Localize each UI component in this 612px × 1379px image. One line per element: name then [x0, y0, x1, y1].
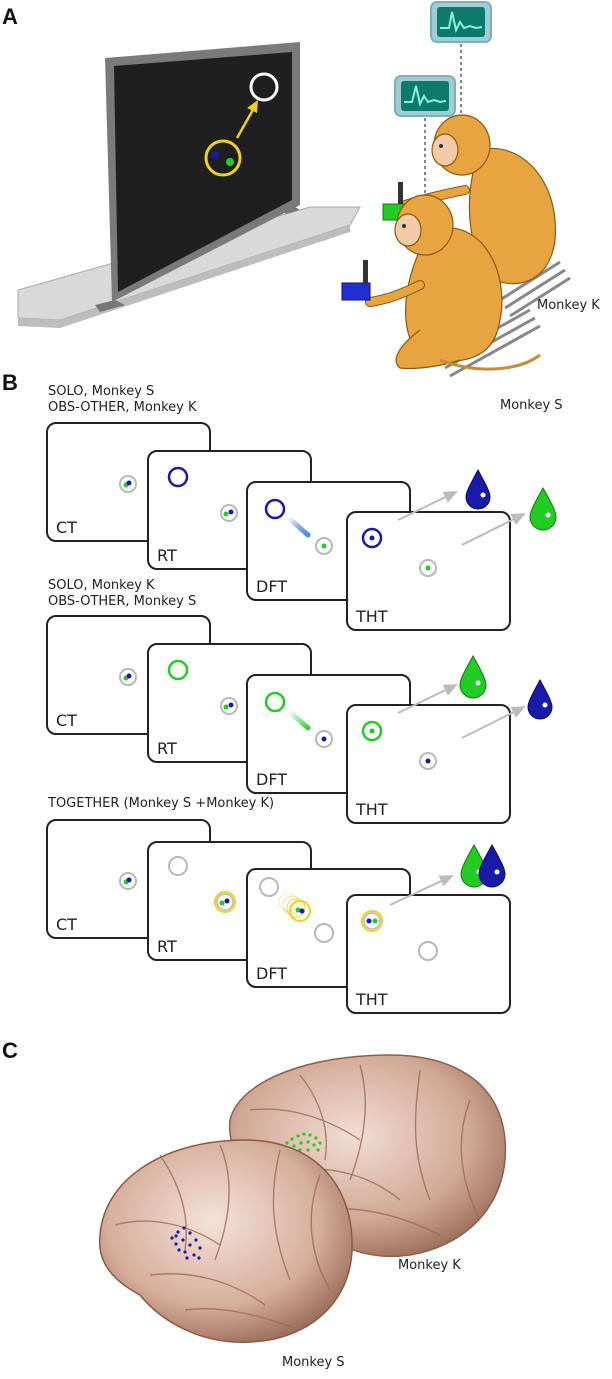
group2-line1: SOLO, Monkey K — [48, 578, 155, 593]
panel-c-letter: C — [2, 1038, 18, 1063]
panel-c-monkey-s-label: Monkey S — [282, 1355, 345, 1370]
panel-a-illustration — [17, 1, 571, 378]
blue-reward-drop-2 — [527, 678, 553, 720]
green-reward-drop — [529, 486, 557, 531]
group1-line2: OBS-OTHER, Monkey K — [48, 400, 197, 415]
green-cursor-dot — [226, 158, 234, 166]
panel-a-letter: A — [2, 4, 18, 29]
g3-dft-label: DFT — [256, 964, 288, 983]
panel-a-monkey-s-label: Monkey S — [500, 398, 563, 413]
group2-line2: OBS-OTHER, Monkey S — [48, 594, 197, 609]
panel-b-letter: B — [2, 370, 18, 395]
g2-tht-label: THT — [356, 800, 388, 819]
g1-dft-label: DFT — [256, 577, 288, 596]
group3-line1: TOGETHER (Monkey S +Monkey K) — [48, 796, 275, 811]
g2-rt-label: RT — [157, 739, 177, 758]
g2-dft-label: DFT — [256, 770, 288, 789]
group1-line1: SOLO, Monkey S — [48, 384, 155, 399]
blue-cursor-dot — [211, 151, 219, 159]
cursor-ring — [204, 139, 242, 177]
screen-display — [114, 52, 292, 292]
group1 — [46, 422, 557, 631]
group3 — [46, 819, 511, 1014]
g1-rt-label: RT — [157, 546, 177, 565]
recording-sites-s — [170, 1226, 202, 1260]
g1-tht-label: THT — [356, 607, 388, 626]
panel-a-monkey-k-label: Monkey K — [537, 298, 600, 313]
panel-c-monkey-k-label: Monkey K — [398, 1258, 461, 1273]
monkey-s — [365, 194, 541, 371]
panel-b-task-frames — [46, 422, 557, 1014]
blue-reward-drop-3 — [478, 843, 506, 888]
g3-rt-label: RT — [157, 937, 177, 956]
target-circle — [249, 72, 279, 102]
blue-reward-drop — [465, 468, 491, 510]
green-reward-drop-2 — [459, 654, 487, 699]
brain-monkey-s — [98, 1139, 353, 1343]
blue-joystick — [341, 282, 371, 301]
g2-ct-label: CT — [56, 711, 77, 730]
recording-sites-k — [285, 1132, 322, 1152]
g1-ct-label: CT — [56, 518, 77, 537]
g3-ct-label: CT — [56, 915, 77, 934]
g3-tht-label: THT — [356, 990, 388, 1009]
group2 — [46, 615, 553, 824]
